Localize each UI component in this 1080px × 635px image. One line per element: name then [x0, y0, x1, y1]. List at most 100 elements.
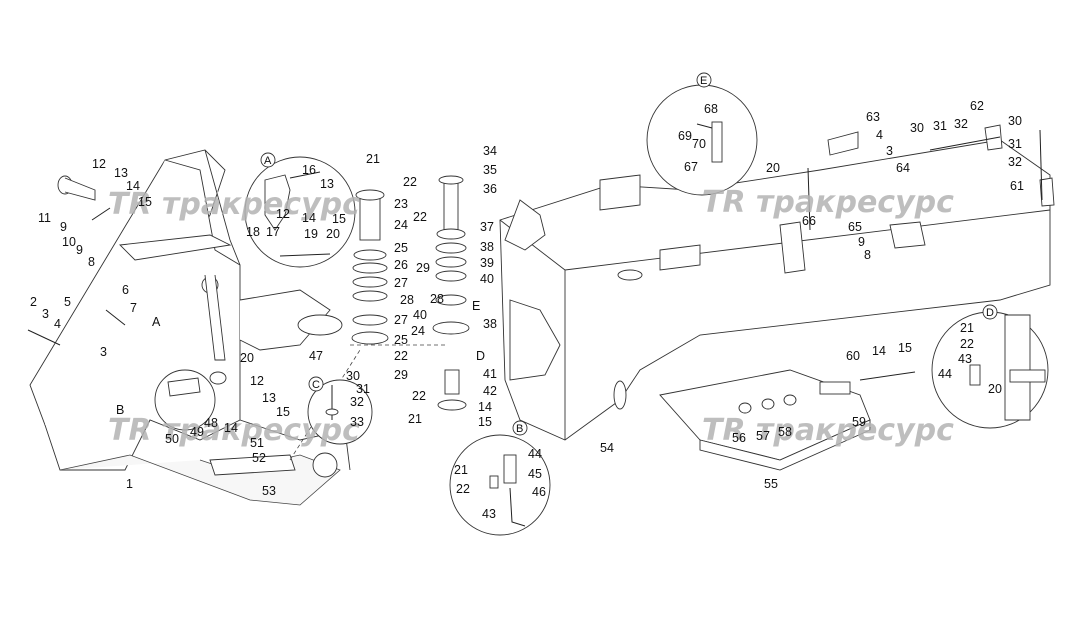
watermark-text: тракресурс: [162, 413, 360, 448]
callout-number: 56: [732, 431, 746, 445]
callout-number: 28: [400, 293, 414, 307]
callout-number: E: [472, 299, 480, 313]
callout-number: 11: [38, 211, 51, 225]
center-pivot-stack: [289, 175, 470, 461]
callout-number: 20: [240, 351, 254, 365]
callout-number: 17: [266, 225, 280, 239]
callout-number: 28: [430, 292, 444, 306]
callout-number: 6: [122, 283, 129, 297]
callout-number: 22: [403, 175, 417, 189]
callout-number: 57: [756, 429, 770, 443]
callout-number: 70: [692, 137, 706, 151]
callout-number: 58: [778, 425, 792, 439]
detail-circle-b-drawing: [449, 434, 551, 536]
callout-number: 30: [1008, 114, 1022, 128]
callout-number: 22: [413, 210, 427, 224]
detail-circle-c-drawing: [307, 379, 373, 445]
callout-number: 46: [532, 485, 546, 499]
watermark-bottom-right: TR тракресурс: [702, 413, 954, 448]
callout-number: 48: [204, 416, 218, 430]
callout-number: 8: [88, 255, 95, 269]
callout-number: 24: [394, 218, 408, 232]
detail-badge-letter: B: [516, 423, 523, 435]
detail-badge: E: [696, 72, 712, 88]
callout-number: 68: [704, 102, 718, 116]
callout-number: 20: [326, 227, 340, 241]
detail-badge-circle: [260, 152, 276, 168]
callout-number: 14: [224, 421, 238, 435]
callout-number: 5: [64, 295, 71, 309]
callout-number: 26: [394, 258, 408, 272]
callout-number: 9: [60, 220, 67, 234]
callout-number: 22: [412, 389, 426, 403]
watermark-text: тракресурс: [162, 187, 360, 222]
callout-number: 43: [482, 507, 496, 521]
callout-number: 27: [394, 276, 408, 290]
callout-number: 54: [600, 441, 614, 455]
callout-number: 50: [165, 432, 179, 446]
callout-number: 30: [346, 369, 360, 383]
callout-number: 65: [848, 220, 862, 234]
callout-number: 16: [302, 163, 316, 177]
callout-number: 31: [933, 119, 947, 133]
callout-number: 21: [454, 463, 468, 477]
callout-number: 14: [126, 179, 140, 193]
callout-number: 4: [876, 128, 883, 142]
callout-number: 49: [190, 425, 204, 439]
callout-number: B: [116, 403, 124, 417]
callout-number: 36: [483, 182, 497, 196]
callout-number: 42: [483, 384, 497, 398]
callout-number: 66: [802, 214, 816, 228]
callout-number: 51: [250, 436, 264, 450]
watermark-top-right: TR тракресурс: [702, 185, 954, 220]
callout-number: 13: [114, 166, 128, 180]
callout-number: 9: [76, 243, 83, 257]
callout-number: 40: [480, 272, 494, 286]
detail-badge: C: [308, 376, 324, 392]
detail-badge-letter: C: [312, 379, 320, 391]
callout-number: 32: [1008, 155, 1022, 169]
callout-number: 41: [483, 367, 497, 381]
callout-number: 12: [92, 157, 106, 171]
callout-number: 22: [456, 482, 470, 496]
callout-number: 47: [309, 349, 323, 363]
callout-number: 31: [1008, 137, 1022, 151]
callout-number: 38: [480, 240, 494, 254]
callout-number: 29: [416, 261, 430, 275]
watermark-logo: TR: [108, 187, 152, 222]
detail-circle-d-drawing: [931, 311, 1049, 429]
callout-number: 25: [394, 241, 408, 255]
callout-number: 18: [246, 225, 260, 239]
watermark-logo: TR: [108, 413, 152, 448]
callout-number: 15: [478, 415, 492, 429]
callout-number: 15: [276, 405, 290, 419]
callout-number: 37: [480, 220, 494, 234]
watermark-top-left: TR тракресурс: [108, 187, 360, 222]
callout-number: 27: [394, 313, 408, 327]
callout-number: 15: [138, 195, 152, 209]
callout-number: 15: [332, 212, 346, 226]
callout-number: 14: [302, 211, 316, 225]
watermark-text: тракресурс: [756, 185, 954, 220]
callout-number: 14: [478, 400, 492, 414]
callout-number: 69: [678, 129, 692, 143]
detail-badge-circle: [308, 376, 324, 392]
detail-badge-letter: A: [264, 155, 272, 167]
callout-number: 12: [276, 207, 290, 221]
detail-badge-letter: D: [986, 307, 994, 319]
callout-number: 52: [252, 451, 266, 465]
callout-number: 21: [408, 412, 422, 426]
callout-number: 31: [356, 382, 370, 396]
callout-number: 44: [528, 447, 542, 461]
callout-number: 13: [262, 391, 276, 405]
callout-number: 20: [988, 382, 1002, 396]
callout-number: 12: [250, 374, 264, 388]
watermark-bottom-left: TR тракресурс: [108, 413, 360, 448]
callout-number: 19: [304, 227, 318, 241]
rear-frame-drawing: [499, 124, 1055, 471]
callout-number: 24: [411, 324, 425, 338]
callout-number: 21: [960, 321, 974, 335]
